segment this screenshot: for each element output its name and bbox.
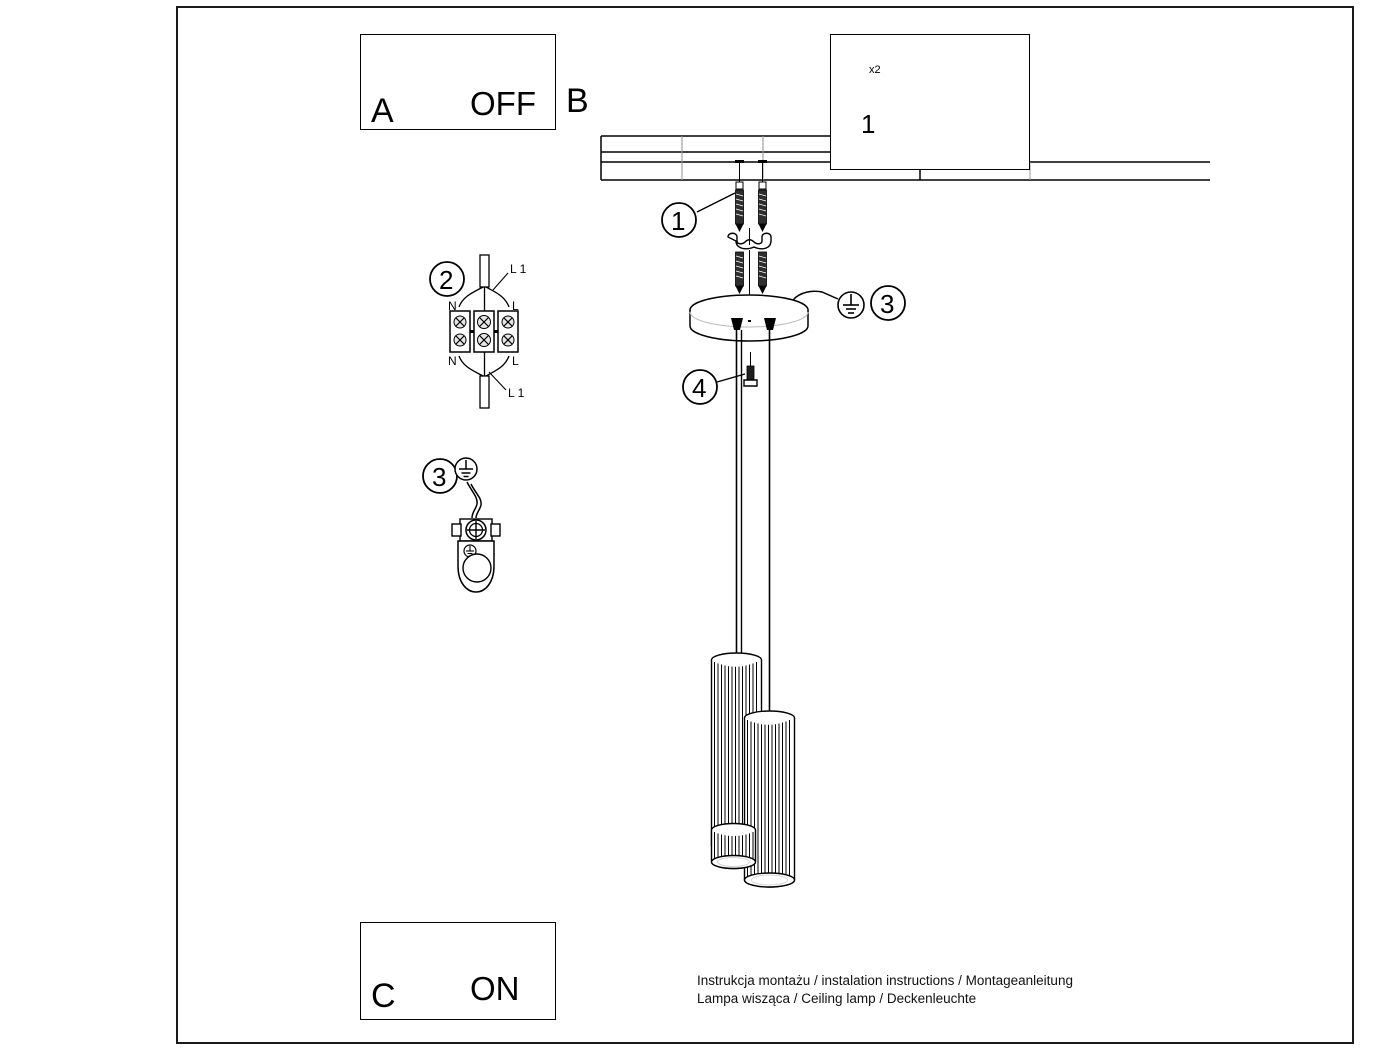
- step-number-2: 2: [439, 265, 454, 295]
- panel-parts-box: [830, 34, 1030, 170]
- terminal-label-l1-bottom: L 1: [508, 386, 525, 400]
- step-number-ceiling-1: 1: [671, 206, 686, 236]
- panel-a-action-label: OFF: [470, 85, 536, 122]
- step-number-earth-3: 3: [432, 462, 447, 492]
- footer-line-2: Lampa wisząca / Ceiling lamp / Deckenleu…: [697, 991, 977, 1006]
- page-border: [176, 6, 1354, 1044]
- footer-line-1: Instrukcja montażu / instalation instruc…: [697, 973, 1073, 988]
- panel-c-box: [360, 922, 556, 1020]
- terminal-label-l-top: L: [512, 299, 519, 313]
- step-number-4: 4: [692, 373, 707, 403]
- step-number-parts-1: 1: [861, 109, 876, 139]
- panel-c-action-label: ON: [470, 970, 520, 1007]
- part-quantity-label: x2: [869, 64, 881, 76]
- footer-text: Instrukcja montażu / instalation instruc…: [697, 972, 1073, 1008]
- panel-a-box: [360, 34, 556, 130]
- terminal-label-l-bottom: L: [512, 354, 519, 368]
- panel-c-letter: C: [371, 977, 396, 1015]
- terminal-label-n-top: N: [448, 299, 457, 313]
- step-number-canopy-3: 3: [880, 289, 895, 319]
- terminal-label-l1-top: L 1: [510, 262, 527, 276]
- panel-a-letter: A: [371, 92, 394, 130]
- panel-b-letter: B: [566, 82, 589, 120]
- terminal-label-n-bottom: N: [448, 354, 457, 368]
